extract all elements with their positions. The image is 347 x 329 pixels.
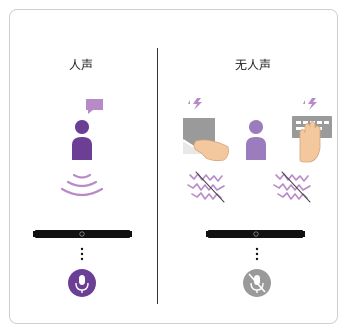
lightning-icon	[188, 98, 317, 110]
right-panel-title: 无人声	[234, 58, 271, 72]
person-icon	[72, 120, 92, 160]
speech-bubble-icon	[86, 99, 103, 114]
device-bar-icon	[33, 230, 132, 238]
device-bar-icon-right	[206, 230, 305, 238]
dotted-connector	[80, 247, 84, 261]
sound-waves-icon	[60, 173, 104, 197]
muted-noise-icon	[187, 171, 225, 203]
left-panel-title: 人声	[68, 58, 93, 72]
microphone-icon	[68, 269, 96, 297]
dotted-connector-right	[255, 247, 259, 261]
panel-divider	[157, 48, 158, 304]
diagram-card	[9, 9, 338, 324]
muted-noise-icon-2	[273, 171, 311, 203]
keyboard-hand-icon	[292, 116, 332, 163]
muted-microphone-icon	[243, 269, 271, 297]
person-icon-right	[246, 120, 266, 160]
tap-surface-icon	[182, 118, 229, 162]
